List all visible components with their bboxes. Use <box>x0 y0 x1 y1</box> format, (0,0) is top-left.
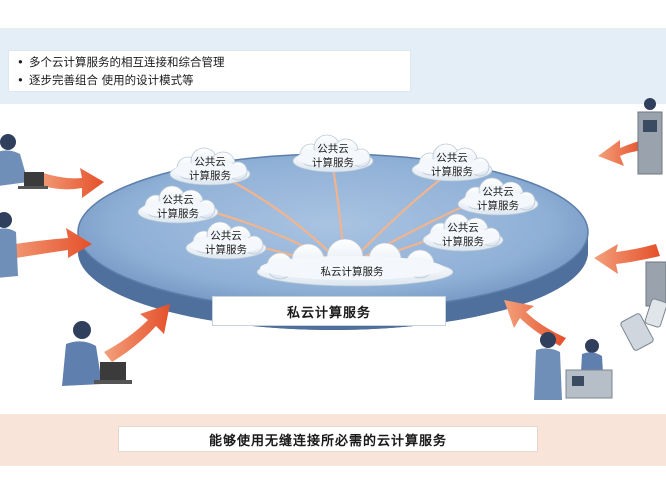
person-laptop-icon <box>62 321 132 386</box>
footer-caption: 能够使用无缝连接所必需的云计算服务 <box>118 426 538 452</box>
cloud-label-line1: 公共云 <box>447 222 479 234</box>
public-cloud-node: 公共云 计算服务 <box>137 185 219 224</box>
cloud-label-line1: 公共云 <box>317 143 349 155</box>
public-cloud-node: 公共云 计算服务 <box>185 221 267 260</box>
cloud-label-line1: 公共云 <box>210 230 242 242</box>
arrow-icon <box>2 228 92 260</box>
public-cloud-node: 公共云 计算服务 <box>411 143 493 182</box>
cloud-label-line1: 公共云 <box>162 194 194 206</box>
public-cloud-node: 公共云 计算服务 <box>422 213 504 252</box>
bullet-item: • 逐步完善组合 使用的设计模式等 <box>17 71 402 89</box>
public-cloud-node: 公共云 计算服务 <box>169 147 251 186</box>
hub-label: 私云计算服务 <box>321 265 384 278</box>
cloud-label-line1: 公共云 <box>482 186 514 198</box>
cloud-label-line2: 计算服务 <box>312 156 354 169</box>
public-cloud-node: 公共云 计算服务 <box>457 177 539 216</box>
cloud-label-line2: 计算服务 <box>205 243 247 256</box>
shop-counter-icon <box>534 332 613 400</box>
person-icon <box>0 212 18 278</box>
arrow-icon <box>594 244 660 274</box>
arrow-icon <box>598 140 644 166</box>
private-cloud-hub: 私云计算服务 <box>256 238 454 287</box>
bullet-text: 多个云计算服务的相互连接和综合管理 <box>29 55 225 69</box>
cloud-label-line2: 计算服务 <box>189 169 231 182</box>
bullet-dot-icon: • <box>17 55 24 69</box>
cloud-label-line2: 计算服务 <box>442 235 484 248</box>
private-cloud-label: 私云计算服务 <box>212 296 446 326</box>
cloud-label-line2: 计算服务 <box>157 207 199 220</box>
cloud-label-line2: 计算服务 <box>477 199 519 212</box>
bullet-list: • 多个云计算服务的相互连接和综合管理 • 逐步完善组合 使用的设计模式等 <box>8 50 411 92</box>
platform-top <box>77 153 589 311</box>
cloud-label-line1: 公共云 <box>194 156 226 168</box>
bullet-text: 逐步完善组合 使用的设计模式等 <box>29 73 194 87</box>
cloud-label-line1: 公共云 <box>436 152 468 164</box>
arrow-icon <box>104 304 170 362</box>
bullet-item: • 多个云计算服务的相互连接和综合管理 <box>17 53 402 71</box>
public-cloud-node: 公共云 计算服务 <box>292 134 374 173</box>
bullet-dot-icon: • <box>17 73 24 87</box>
arrow-icon <box>504 300 566 346</box>
atm-machine-icon <box>637 98 663 175</box>
user-figures <box>0 98 666 400</box>
arrow-icon <box>36 168 104 198</box>
person-laptop-icon <box>0 134 48 189</box>
cloud-label-line2: 计算服务 <box>431 165 473 178</box>
phone-icon <box>620 298 666 351</box>
